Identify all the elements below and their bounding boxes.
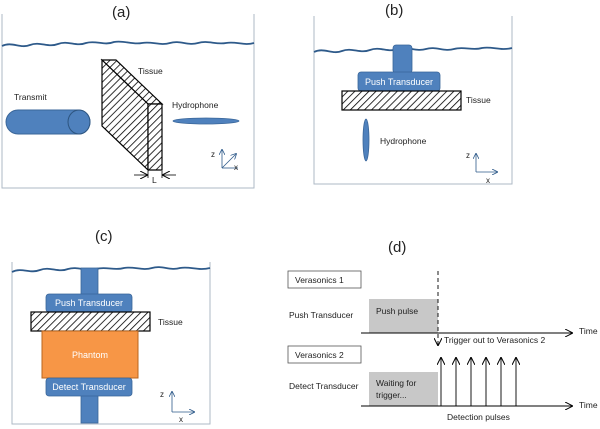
tissue-label-c: Tissue xyxy=(158,317,183,327)
tissue-label-b: Tissue xyxy=(466,95,491,105)
panel-d-label: (d) xyxy=(388,239,406,256)
axes-a xyxy=(222,150,238,169)
waiting-label-line2: trigger... xyxy=(376,390,407,400)
push-transducer-label-c: Push Transducer xyxy=(55,298,123,308)
hydrophone-a xyxy=(172,117,240,125)
verasonics2-box xyxy=(287,345,362,364)
axis-z-a: z xyxy=(211,150,215,159)
phantom xyxy=(41,330,139,379)
detection-pulses xyxy=(441,358,516,406)
panel-d: (d) Verasonics 1 Push Transducer Push pu… xyxy=(287,239,598,422)
hydrophone-label-a: Hydrophone xyxy=(172,100,219,110)
panel-b-tank xyxy=(313,16,513,185)
verasonics1-label: Verasonics 1 xyxy=(295,275,344,285)
axes-c xyxy=(172,392,194,412)
phantom-label: Phantom xyxy=(72,350,108,360)
panel-c-label: (c) xyxy=(95,228,113,245)
push-pulse-label: Push pulse xyxy=(376,306,418,316)
axis-z-c: z xyxy=(160,390,164,399)
panel-c-water-surface xyxy=(11,266,211,273)
panel-c-tank xyxy=(11,262,211,425)
panel-a-water-surface xyxy=(1,40,255,48)
thickness-indicator xyxy=(134,171,176,178)
tissue-slab-c xyxy=(30,311,151,332)
panel-b-label: (b) xyxy=(385,2,403,19)
time-label-2: Time xyxy=(579,400,598,410)
detect-transducer-label-c: Detect Transducer xyxy=(52,382,126,392)
transmit-transducer xyxy=(5,109,91,135)
panel-a: (a) Transmit Tissue L Hydrophone xyxy=(1,4,255,189)
detection-pulses-label: Detection pulses xyxy=(447,412,510,422)
push-pulse-box xyxy=(369,299,438,333)
trigger-out-label: Trigger out to Verasonics 2 xyxy=(444,335,546,345)
hydrophone-b xyxy=(362,118,370,162)
detect-transducer-label-d: Detect Transducer xyxy=(289,381,359,391)
panel-b-water-surface xyxy=(313,46,513,54)
axes-b xyxy=(476,154,497,172)
tissue-slab-a xyxy=(100,58,164,172)
time-label-1: Time xyxy=(579,326,598,336)
panel-b: (b) Push Transducer Tissue Hydrophone z … xyxy=(313,2,513,185)
waiting-box xyxy=(369,372,438,406)
transmit-label: Transmit xyxy=(14,92,47,102)
tissue-label-a: Tissue xyxy=(138,66,163,76)
verasonics1-box xyxy=(287,270,362,289)
panel-a-label: (a) xyxy=(112,4,130,21)
axis-x-c: x xyxy=(179,415,183,424)
verasonics2-label: Verasonics 2 xyxy=(295,350,344,360)
tissue-slab-b xyxy=(341,90,462,111)
panel-c: (c) Push Transducer Tissue Phantom Detec… xyxy=(11,228,211,425)
axis-z-b: z xyxy=(466,151,470,160)
push-transducer-label-d: Push Transducer xyxy=(289,310,353,320)
thickness-label: L xyxy=(152,175,157,185)
waiting-label-line1: Waiting for xyxy=(376,378,416,388)
axis-x-b: x xyxy=(486,176,490,185)
panel-a-tank xyxy=(1,14,255,189)
push-transducer-label-b: Push Transducer xyxy=(365,77,433,87)
hydrophone-label-b: Hydrophone xyxy=(380,136,427,146)
axis-x-a: x xyxy=(234,163,238,172)
detect-transducer-c xyxy=(45,377,133,397)
